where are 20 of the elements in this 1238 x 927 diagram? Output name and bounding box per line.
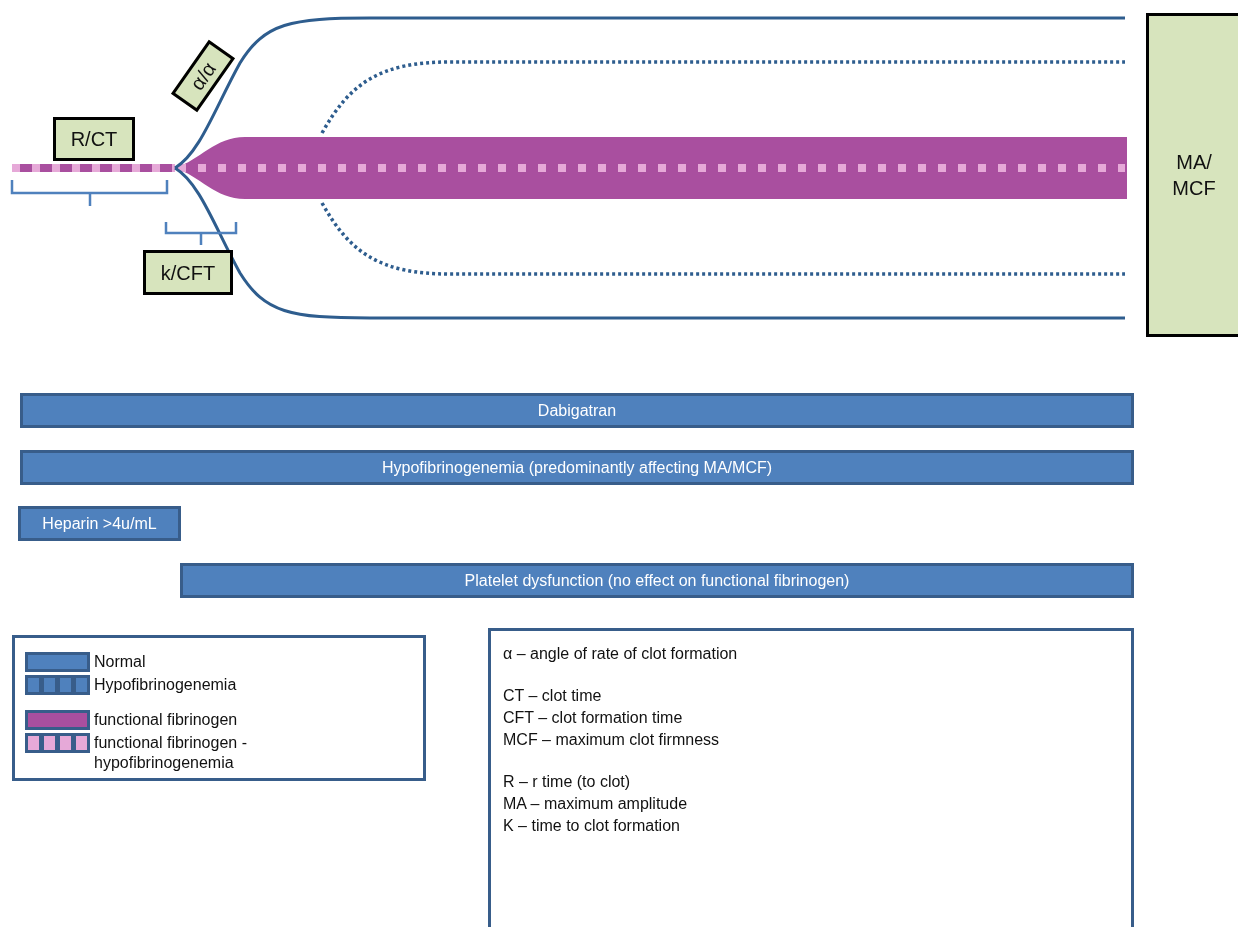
- condition-bar: Platelet dysfunction (no effect on functional fibrinogen): [180, 563, 1134, 598]
- condition-bar: Dabigatran: [20, 393, 1134, 428]
- abbreviation-text: α – angle of rate of clot formation: [503, 644, 739, 664]
- parameter-box: R/CT: [53, 117, 135, 161]
- abbreviation-text: MA – maximum amplitude: [503, 794, 689, 814]
- abbreviation-panel: [488, 628, 1134, 927]
- parameter-box: k/CFT: [143, 250, 233, 295]
- parameter-box: α/α: [170, 39, 236, 113]
- legend-text: Hypofibrinogenemia: [94, 675, 238, 695]
- legend-text: functional fibrinogen - hypofibrinogenemia: [94, 733, 248, 773]
- condition-bar: Heparin >4u/mL: [18, 506, 181, 541]
- parameter-box: MA/ MCF: [1146, 13, 1238, 337]
- abbreviation-text: CFT – clot formation time: [503, 708, 684, 728]
- condition-bar: Hypofibrinogenemia (predominantly affecting MA/MCF): [20, 450, 1134, 485]
- legend-text: Normal: [94, 652, 147, 672]
- abbreviation-text: R – r time (to clot): [503, 772, 632, 792]
- abbreviation-text: MCF – maximum clot firmness: [503, 730, 721, 750]
- abbreviation-text: K – time to clot formation: [503, 816, 681, 836]
- legend-text: functional fibrinogen: [94, 710, 239, 730]
- abbreviation-text: CT – clot time: [503, 686, 603, 706]
